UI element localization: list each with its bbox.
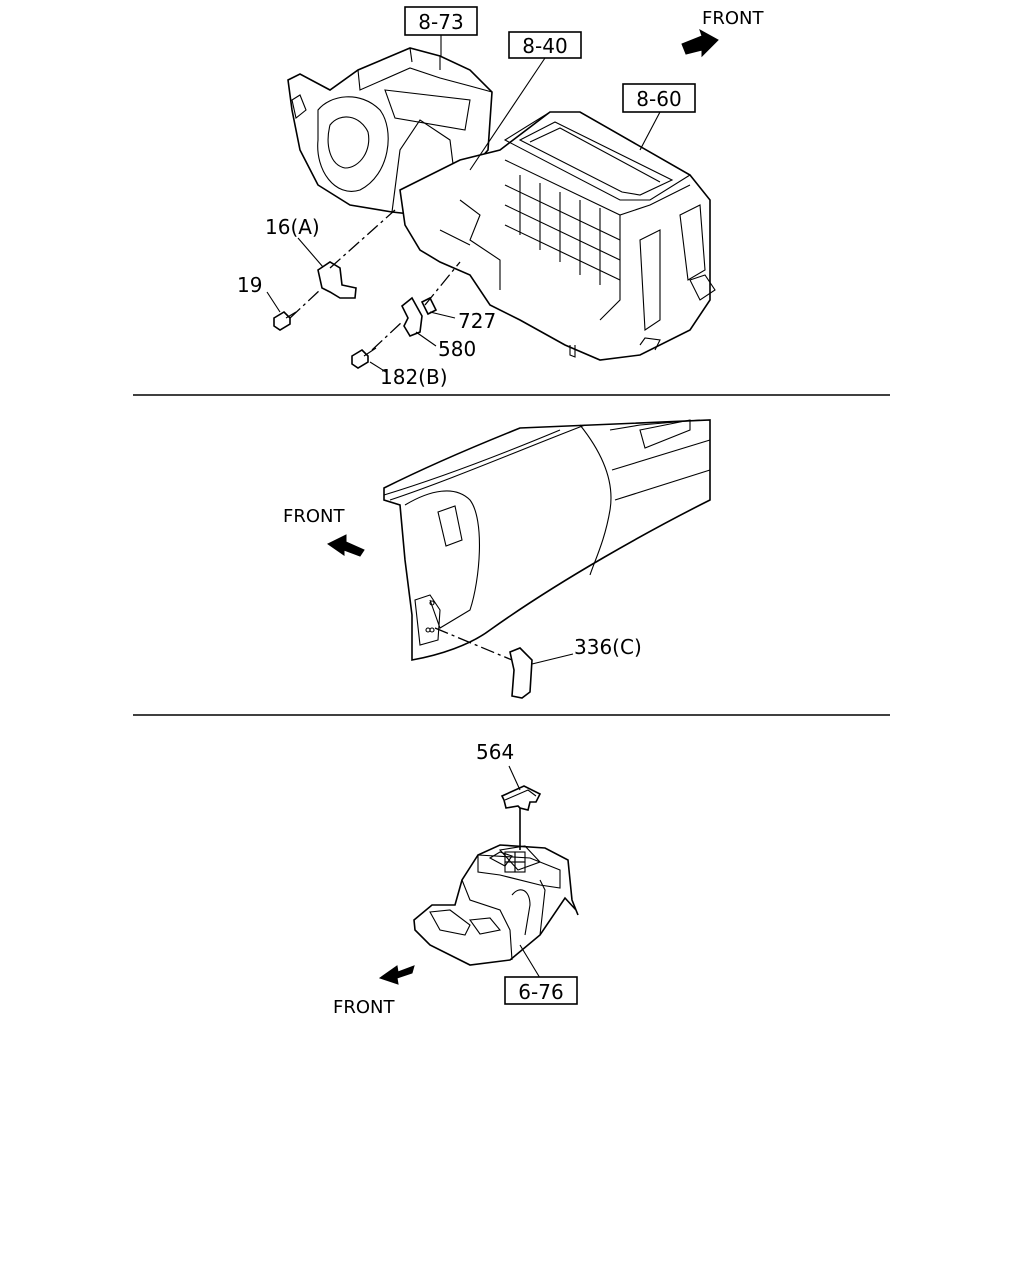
ref-box-8-60 (622, 83, 696, 113)
part-336c-label: 336(C) (574, 635, 642, 659)
ref-6-76-label: 6-76 (518, 980, 563, 1004)
panel-instrument: 336(C) FRONT (283, 419, 711, 699)
pad-727-part (420, 296, 438, 316)
part-580-label: 580 (438, 337, 476, 361)
screw-182b-part (351, 347, 377, 369)
ref-8-73-label: 8-73 (418, 10, 463, 34)
ref-8-60-label: 8-60 (636, 87, 681, 111)
console-drawing (413, 844, 579, 966)
part-182b-label: 182(B) (380, 365, 448, 389)
bolt-19-part (273, 310, 297, 331)
front-arrow-bottom-icon (378, 965, 415, 985)
part-16a-label: 16(A) (265, 215, 320, 239)
front-arrow-top-icon (681, 28, 719, 58)
part-564-label: 564 (476, 740, 514, 764)
front-label-top: FRONT (702, 8, 764, 29)
bracket-580-part (400, 296, 423, 337)
panel-hvac: 8-73 8-40 8-60 16(A) 19 727 580 182(B) F… (237, 6, 764, 389)
bracket-336c-part (509, 647, 533, 699)
part-19-label: 19 (237, 273, 262, 297)
cap-564-part (500, 785, 542, 811)
front-arrow-middle-icon (327, 534, 365, 557)
heater-unit-drawing (399, 111, 716, 361)
ref-box-8-73 (404, 6, 478, 36)
panel-console: 564 6-76 FRONT (333, 740, 579, 1018)
ref-box-8-40 (508, 31, 582, 59)
instrument-panel-drawing (383, 419, 711, 661)
ref-8-40-label: 8-40 (522, 34, 567, 58)
part-727-label: 727 (458, 309, 496, 333)
bracket-16a-part (317, 261, 357, 299)
front-label-bottom: FRONT (333, 997, 395, 1018)
front-label-middle: FRONT (283, 506, 345, 527)
ref-box-6-76 (504, 976, 578, 1005)
